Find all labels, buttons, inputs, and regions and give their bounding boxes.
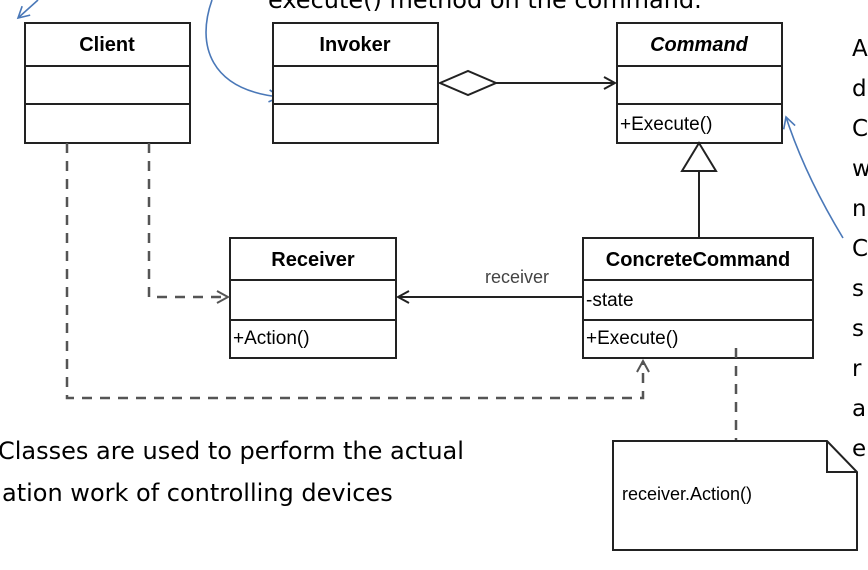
invoker-class-name: Invoker	[319, 34, 390, 56]
right-fragment: r	[852, 356, 862, 382]
concretecommand-execute-operation: +Execute()	[586, 328, 678, 349]
command-execute-operation: +Execute()	[620, 114, 712, 135]
right-fragment: a	[852, 396, 866, 422]
annotation-arrow-to-command	[782, 115, 844, 239]
right-fragment: d	[852, 76, 867, 102]
command-class-name: Command	[650, 34, 749, 56]
receiver-action-operation: +Action()	[233, 328, 310, 349]
client-class-name: Client	[79, 34, 135, 56]
right-fragment: s	[852, 316, 864, 342]
association-receiver: receiver	[398, 267, 583, 297]
concretecommand-class: ConcreteCommand -state +Execute()	[582, 237, 814, 359]
dependency-client-concretecommand	[65, 143, 643, 400]
concretecommand-class-name: ConcreteCommand	[606, 249, 790, 271]
right-fragment: n	[852, 196, 867, 222]
client-class: Client	[24, 22, 191, 144]
generalization-concretecommand-command	[680, 141, 718, 238]
top-caption: execute() method on the command.	[268, 0, 702, 14]
command-class: Command +Execute()	[616, 22, 783, 144]
aggregation-invoker-command	[437, 69, 615, 97]
dependency-client-receiver	[147, 143, 228, 297]
right-fragment: w	[852, 156, 868, 182]
note-text: receiver.Action()	[622, 484, 752, 504]
right-fragment: s	[852, 276, 864, 302]
invoker-class: Invoker	[272, 22, 439, 144]
right-fragment: C	[852, 236, 868, 262]
receiver-class: Receiver +Action()	[229, 237, 397, 359]
right-fragment: A	[852, 36, 868, 62]
annotation-arrow-top-left	[16, 0, 39, 20]
receiver-class-name: Receiver	[271, 249, 355, 271]
note-box: receiver.Action()	[612, 440, 858, 551]
annotation-arrow-to-invoker	[205, 0, 282, 103]
right-text-fragments: A d C w n C s s r a e	[852, 36, 868, 462]
bottom-caption-line-2: ation work of controlling devices	[2, 479, 393, 507]
concretecommand-state-attribute: -state	[586, 290, 634, 311]
right-fragment: C	[852, 116, 868, 142]
association-label: receiver	[485, 267, 549, 287]
bottom-caption-line-1: Classes are used to perform the actual	[0, 437, 464, 465]
right-fragment: e	[852, 436, 866, 462]
